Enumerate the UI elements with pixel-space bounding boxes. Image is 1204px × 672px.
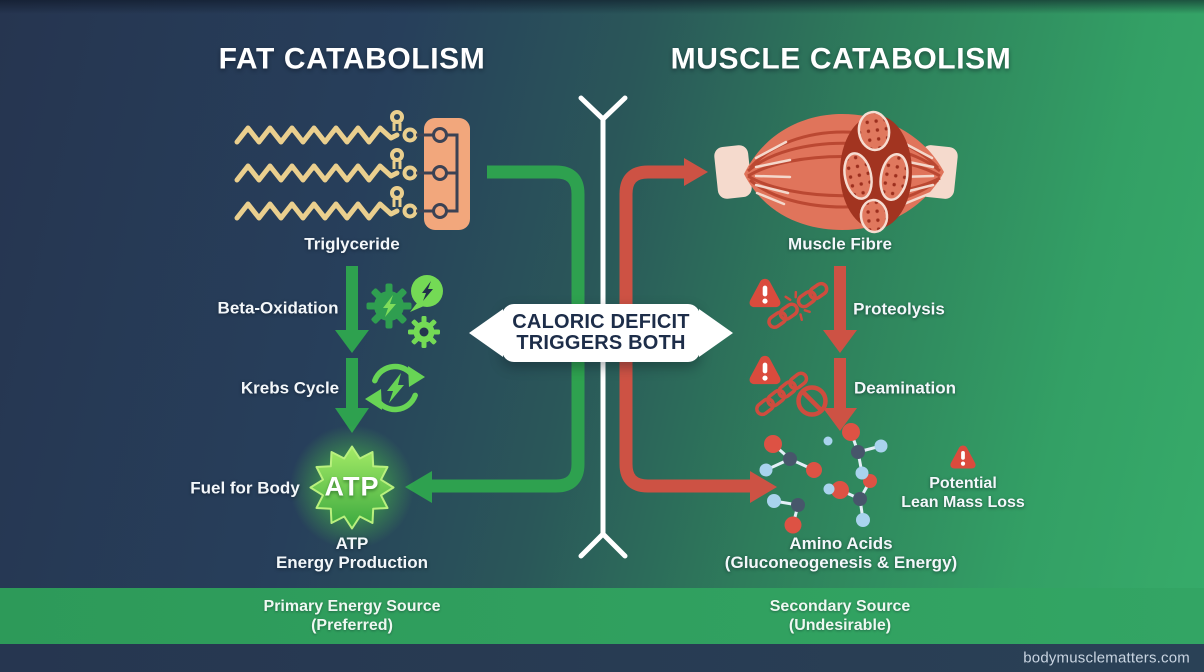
- primary-source-line1: Primary Energy Source: [263, 598, 441, 615]
- fat-title: FAT CATABOLISM: [218, 42, 486, 76]
- secondary-source-line1: Secondary Source: [769, 598, 911, 615]
- proteolysis-label: Proteolysis: [853, 299, 945, 319]
- secondary-source-line2: (Undesirable): [788, 617, 892, 634]
- triglyceride-label: Triglyceride: [304, 234, 400, 254]
- banner-right-arrow-icon: [699, 309, 733, 357]
- atp-caption: ATP Energy Production: [276, 534, 428, 572]
- atp-caption-line1: ATP: [335, 534, 369, 553]
- lean-mass-loss-line2: Lean Mass Loss: [901, 494, 1025, 511]
- no-entry-icon: [796, 385, 828, 417]
- primary-source-line2: (Preferred): [311, 617, 393, 634]
- primary-source-label: Primary Energy Source (Preferred): [264, 597, 441, 635]
- amino-acids-caption: Amino Acids (Gluconeogenesis & Energy): [725, 534, 957, 572]
- chain-icon: [755, 371, 809, 417]
- caloric-deficit-banner: CALORIC DEFICIT TRIGGERS BOTH: [469, 304, 733, 362]
- warning-icon: [749, 355, 781, 385]
- broken-chain-icon: [767, 281, 829, 330]
- deamination-label: Deamination: [853, 378, 957, 398]
- fat-step-arrows: [335, 266, 369, 433]
- amino-acids-line1: Amino Acids: [789, 534, 893, 553]
- muscle-title: MUSCLE CATABOLISM: [670, 42, 1012, 76]
- footer-bar: bodymusclematters.com: [0, 644, 1204, 672]
- amino-acids-line2: (Gluconeogenesis & Energy): [724, 553, 958, 572]
- warning-icon: [749, 278, 781, 308]
- muscle-fibre-label: Muscle Fibre: [788, 234, 892, 254]
- secondary-source-label: Secondary Source (Undesirable): [770, 597, 911, 635]
- fuel-for-body-label: Fuel for Body: [190, 478, 300, 498]
- lean-mass-loss-line1: Potential: [929, 475, 997, 492]
- muscle-fibre-icon: [714, 110, 958, 234]
- triglyceride-icon: [234, 110, 470, 230]
- warning-icon: [950, 445, 976, 469]
- atp-caption-line2: Energy Production: [275, 553, 429, 572]
- website-credit: bodymusclematters.com: [1023, 649, 1190, 667]
- atp-star-icon: [290, 425, 414, 549]
- muscle-step-arrows: [823, 266, 857, 431]
- banner-left-arrow-icon: [469, 309, 503, 357]
- lean-mass-loss-caption: Potential Lean Mass Loss: [901, 474, 1025, 512]
- banner-line2: TRIGGERS BOTH: [516, 332, 686, 354]
- beta-oxidation-label: Beta-Oxidation: [217, 298, 339, 318]
- banner-line1: CALORIC DEFICIT: [512, 311, 690, 333]
- gears-energy-icon: [366, 275, 443, 348]
- legend-band: Primary Energy Source (Preferred) Second…: [0, 588, 1204, 644]
- atp-badge: ATP: [324, 471, 380, 502]
- krebs-cycle-label: Krebs Cycle: [240, 378, 340, 398]
- krebs-cycle-icon: [365, 363, 425, 413]
- amino-acids-icon: [759, 423, 888, 534]
